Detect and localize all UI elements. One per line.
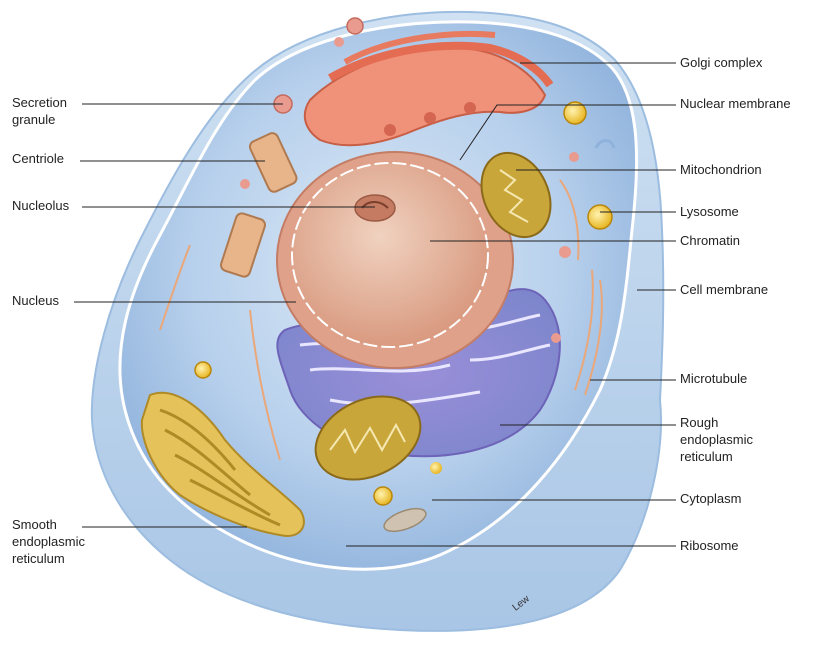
label-chromatin: Chromatin [680, 232, 740, 249]
label-centriole: Centriole [12, 150, 64, 167]
label-smooth-er: Smooth endoplasmic reticulum [12, 516, 85, 567]
label-lysosome: Lysosome [680, 203, 739, 220]
label-cell-membrane: Cell membrane [680, 281, 768, 298]
label-mitochondrion: Mitochondrion [680, 161, 762, 178]
label-secretion-granule: Secretion granule [12, 94, 67, 128]
label-microtubule: Microtubule [680, 370, 747, 387]
label-rough-er: Rough endoplasmic reticulum [680, 414, 753, 465]
label-cytoplasm: Cytoplasm [680, 490, 741, 507]
label-nucleus: Nucleus [12, 292, 59, 309]
nucleus [277, 152, 513, 368]
label-nucleolus: Nucleolus [12, 197, 69, 214]
nucleolus [355, 195, 395, 221]
label-golgi-complex: Golgi complex [680, 54, 762, 71]
label-ribosome: Ribosome [680, 537, 739, 554]
label-nuclear-membrane: Nuclear membrane [680, 95, 791, 112]
